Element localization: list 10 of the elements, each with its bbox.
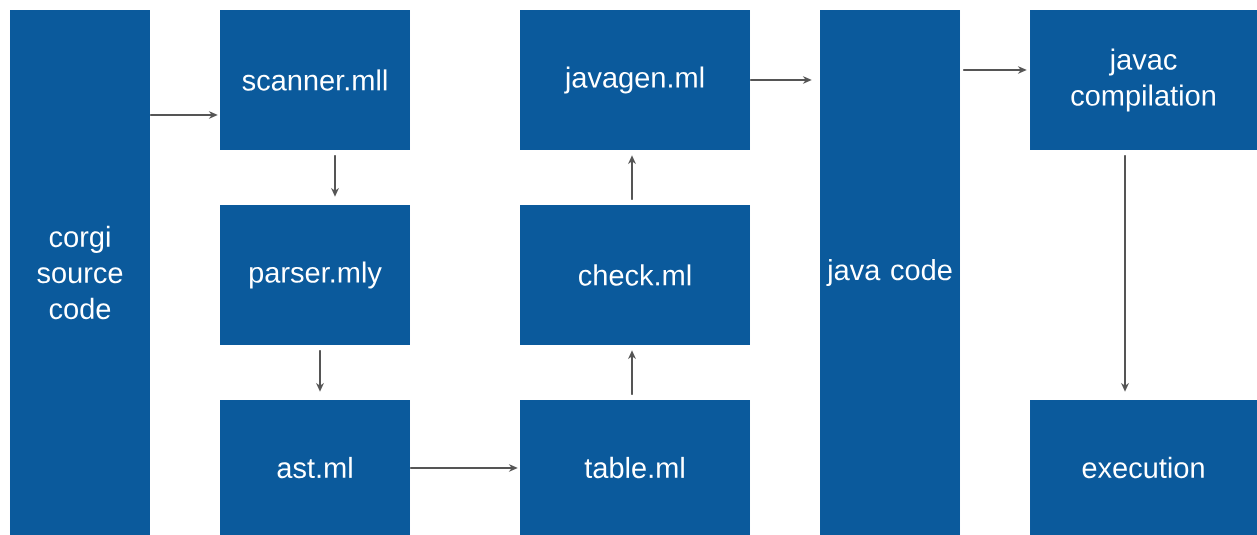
process-box: corgi source code (10, 10, 150, 535)
process-box: ast.ml (220, 400, 410, 535)
process-box: check.ml (520, 205, 750, 345)
process-box: table.ml (520, 400, 750, 535)
process-box: javagen.ml (520, 10, 750, 150)
process-box: parser.mly (220, 205, 410, 345)
process-box: execution (1030, 400, 1257, 535)
process-box: javac compilation (1030, 10, 1257, 150)
process-box: java code (820, 10, 960, 535)
process-box: scanner.mll (220, 10, 410, 150)
